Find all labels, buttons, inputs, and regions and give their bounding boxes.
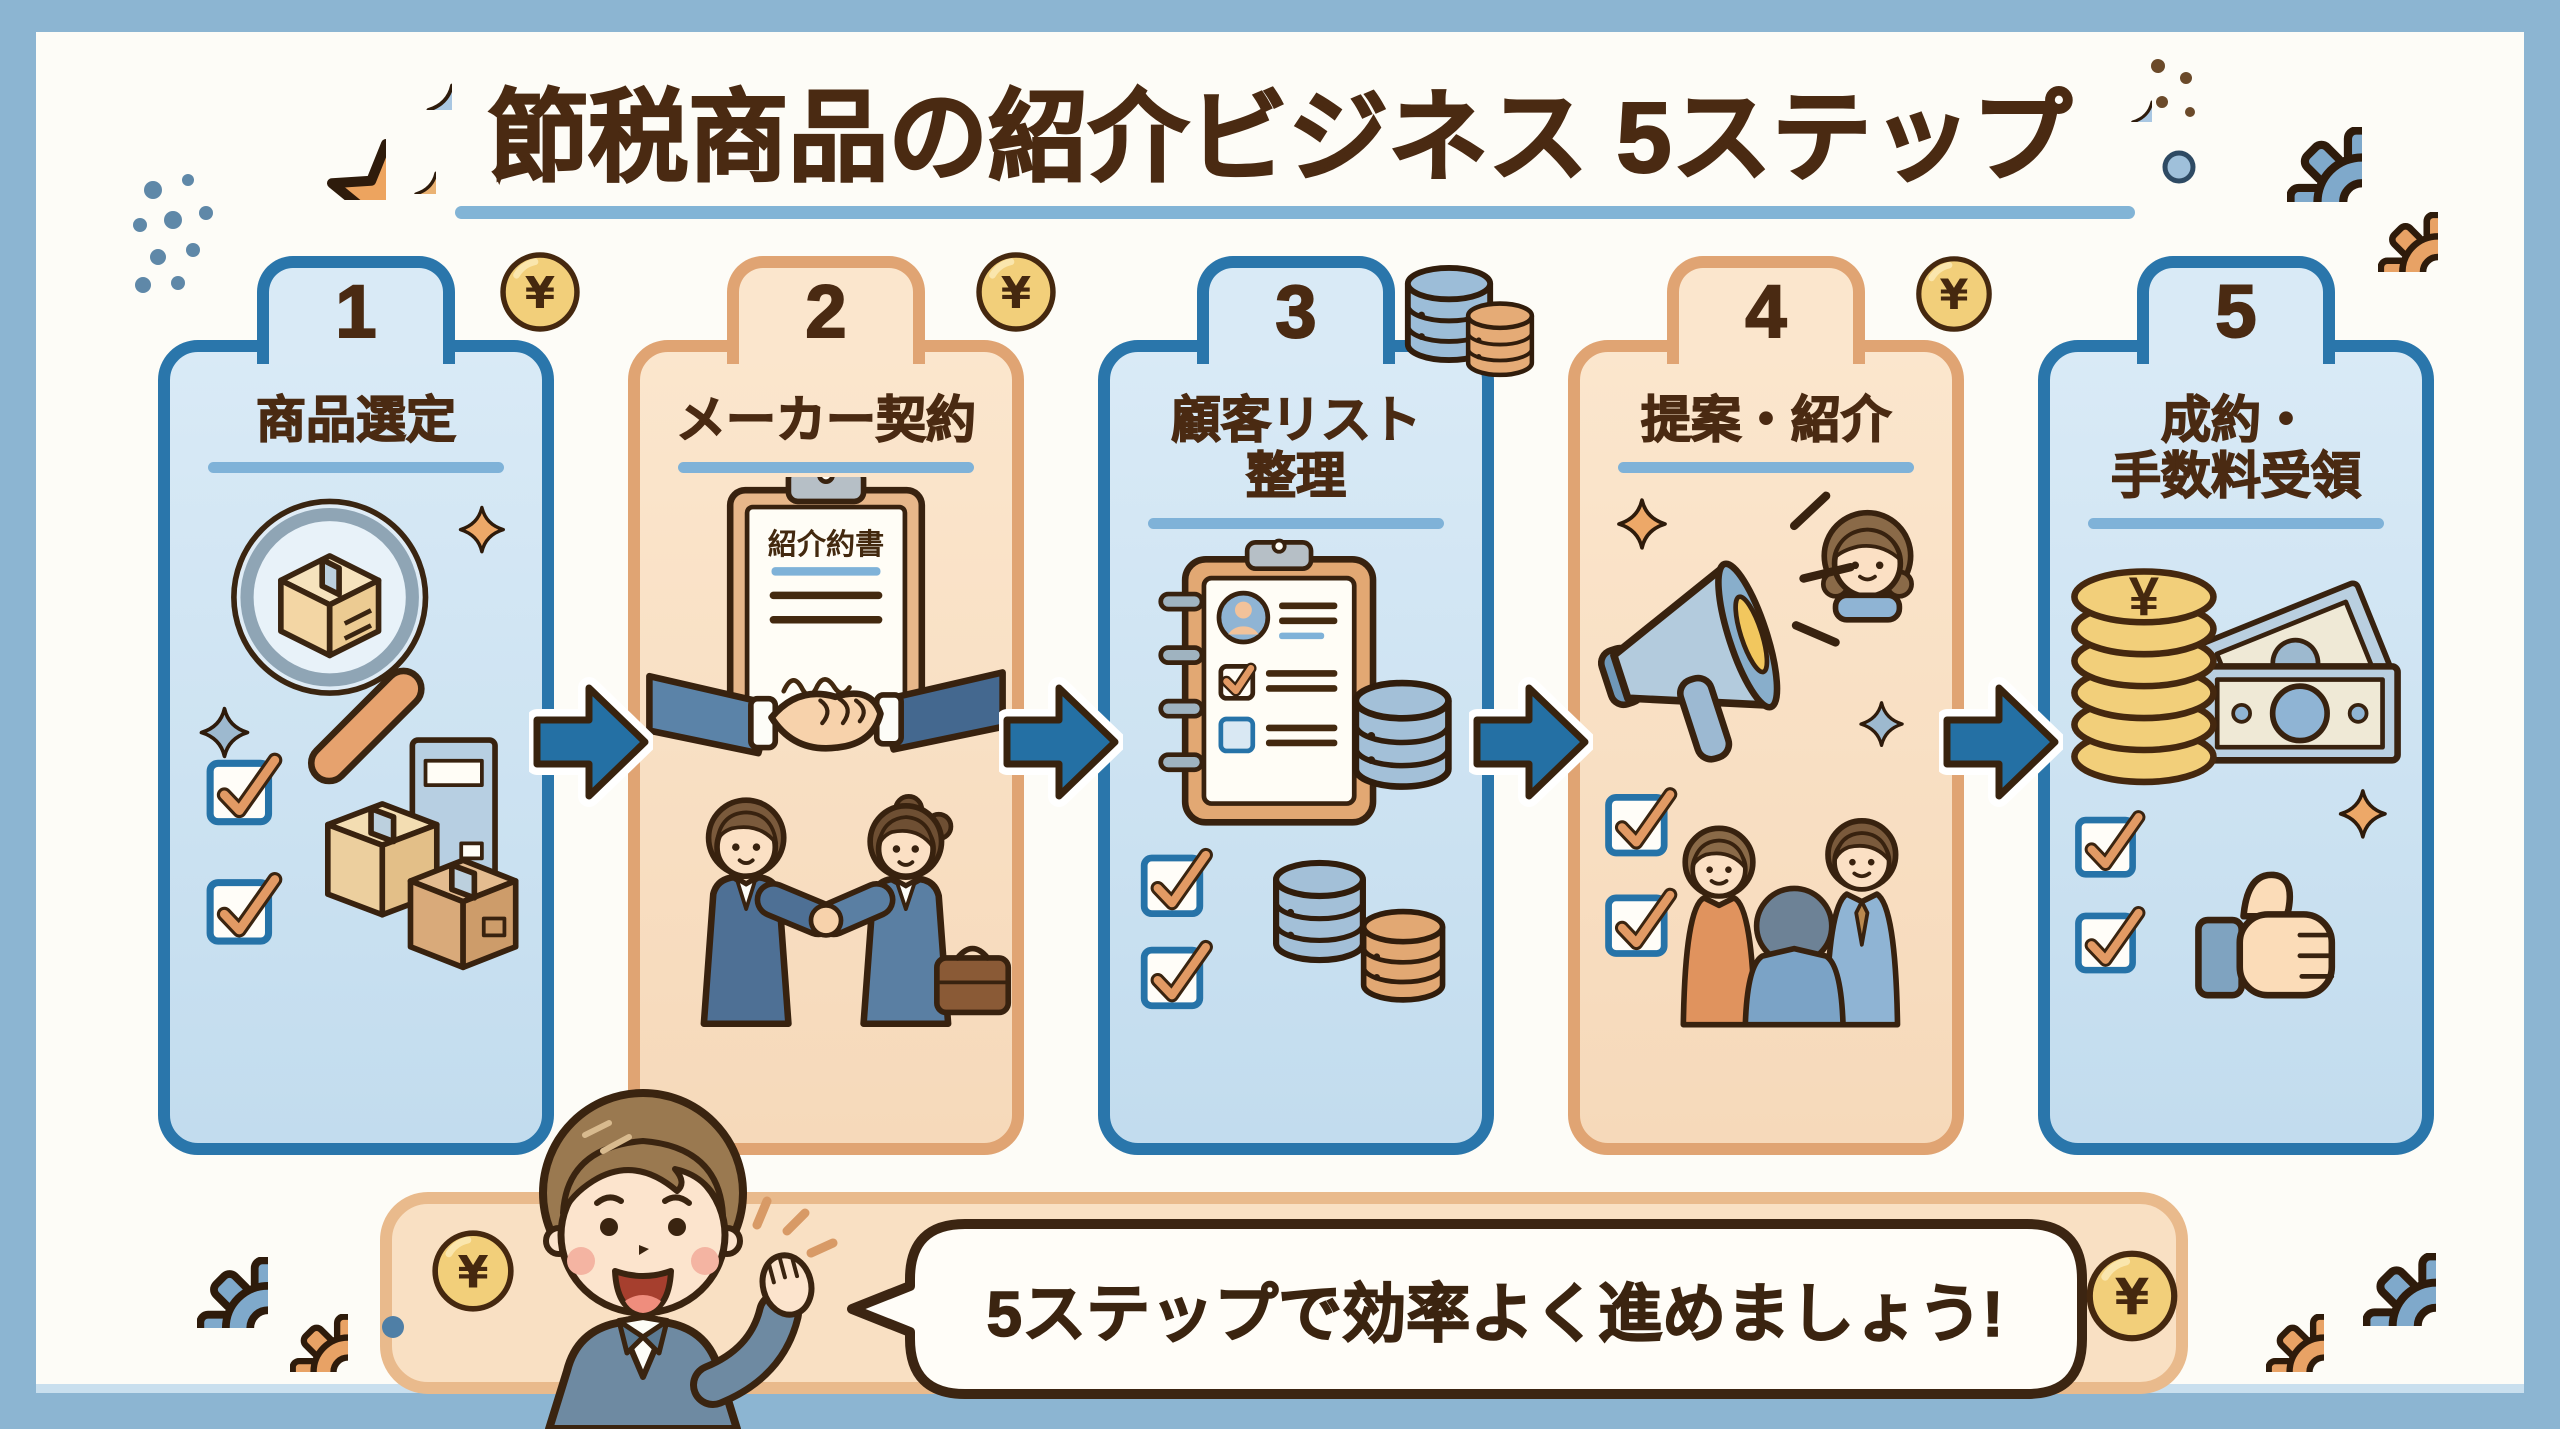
step-card-5: 5 成約・ 手数料受領 xyxy=(2038,256,2434,1155)
step-number: 5 xyxy=(2214,269,2257,354)
yen-coin-icon: ¥ xyxy=(974,250,1058,334)
checkbox-icon xyxy=(210,760,275,822)
checkbox-icon xyxy=(1144,855,1206,914)
step-label: 顧客リスト 整理 xyxy=(1170,391,1422,505)
package-boxes-icon xyxy=(325,737,519,971)
dot-decoration xyxy=(382,1316,404,1338)
step-number: 3 xyxy=(1274,269,1317,354)
customer-avatar-icon xyxy=(1820,509,1914,623)
step3-illustration xyxy=(1110,538,1482,1143)
yen-coin-icon: ¥ xyxy=(498,250,582,334)
arrow-icon xyxy=(999,672,1123,812)
label-divider xyxy=(1148,518,1444,529)
step-label: 商品選定 xyxy=(255,391,457,449)
label-divider xyxy=(2088,518,2384,529)
banknotes-icon xyxy=(2194,580,2401,764)
step-label: 提案・紹介 xyxy=(1640,391,1892,449)
label-divider xyxy=(1618,462,1914,473)
checkbox-icon xyxy=(2078,913,2138,970)
checkbox-icon xyxy=(2078,817,2138,874)
contract-doc-title: 紹介約書 xyxy=(768,527,884,561)
step-number: 1 xyxy=(334,269,377,354)
step-card-3: 3 顧客リスト 整理 xyxy=(1098,256,1494,1155)
label-divider xyxy=(678,462,974,473)
step-card-1: 1 商品選定 xyxy=(158,256,554,1155)
coin-stack-icon: ¥ xyxy=(2071,567,2217,786)
step2-illustration: 紹介約書 xyxy=(646,477,1012,1028)
arrow-icon xyxy=(529,672,653,812)
yen-symbol: ¥ xyxy=(457,1245,488,1298)
step-card-2: 2 メーカー契約 紹介約書 xyxy=(628,256,1024,1155)
yen-coin-icon: ¥ xyxy=(2084,1248,2180,1344)
checkbox-icon xyxy=(210,879,275,941)
megaphone-icon xyxy=(1597,560,1781,763)
database-icon xyxy=(1276,863,1363,960)
step-card-4: 4 提案・紹介 xyxy=(1568,256,1964,1155)
sparkle-icon xyxy=(1617,498,1667,550)
checkbox-icon xyxy=(1144,947,1206,1006)
magnifier-box-icon xyxy=(231,498,429,785)
step-number-tab: 5 xyxy=(2137,256,2335,364)
checkbox-icon xyxy=(1609,794,1671,853)
step4-illustration xyxy=(1597,491,1914,1028)
checkbox-icon xyxy=(1609,895,1671,954)
yen-coin-icon: ¥ xyxy=(1914,254,1994,334)
database-icon xyxy=(1356,683,1449,787)
speech-bubble xyxy=(847,1219,2087,1399)
briefcase-icon xyxy=(934,945,1012,1016)
yen-symbol: ¥ xyxy=(1001,268,1031,319)
sparkle-icon xyxy=(458,505,505,554)
gear-icon xyxy=(232,1256,348,1372)
thumbs-up-icon xyxy=(2195,871,2336,999)
title-underline xyxy=(455,206,2135,219)
yen-symbol: ¥ xyxy=(525,268,555,319)
handshake-icon xyxy=(646,669,1006,757)
customer-list-notebook-icon xyxy=(1158,538,1377,826)
contract-clipboard-icon: 紹介約書 xyxy=(726,477,926,731)
footer-message: 5ステップで効率よく進めましょう! xyxy=(986,1277,2004,1351)
yen-symbol: ¥ xyxy=(2129,567,2160,628)
step-label: 成約・ 手数料受領 xyxy=(2110,391,2362,505)
step5-illustration: ¥ xyxy=(2071,567,2401,999)
business-people-icon xyxy=(700,794,1012,1028)
step1-illustration xyxy=(199,498,519,971)
sound-lines xyxy=(1789,491,1855,647)
label-divider xyxy=(208,462,504,473)
sparkle-icon xyxy=(2338,789,2387,839)
database-icon xyxy=(1364,912,1443,1000)
page-title: 節税商品の紹介ビジネス 5ステップ xyxy=(487,81,2072,195)
sparkle-icon xyxy=(1859,701,1904,747)
yen-symbol: ¥ xyxy=(2115,1268,2150,1326)
customer-group-icon xyxy=(1680,818,1901,1028)
step-number: 2 xyxy=(804,269,847,354)
yen-symbol: ¥ xyxy=(1940,270,1969,319)
circle-decoration xyxy=(2162,150,2196,184)
dots-decoration xyxy=(133,174,213,293)
dots-decoration xyxy=(2151,59,2195,117)
gear-icon xyxy=(2290,1180,2436,1326)
step-number-tab: 3 xyxy=(1197,256,1395,364)
arrow-icon xyxy=(1469,672,1593,812)
step-number: 4 xyxy=(1744,269,1787,354)
sparkle-icon xyxy=(199,706,250,759)
step-number-tab: 2 xyxy=(727,256,925,364)
step-label: メーカー契約 xyxy=(675,391,977,449)
step-number-tab: 1 xyxy=(257,256,455,364)
yen-coin-icon: ¥ xyxy=(430,1228,516,1314)
arrow-icon xyxy=(1939,672,2063,812)
step-number-tab: 4 xyxy=(1667,256,1865,364)
presenter-character xyxy=(539,1089,838,1429)
database-icon xyxy=(1462,296,1538,384)
